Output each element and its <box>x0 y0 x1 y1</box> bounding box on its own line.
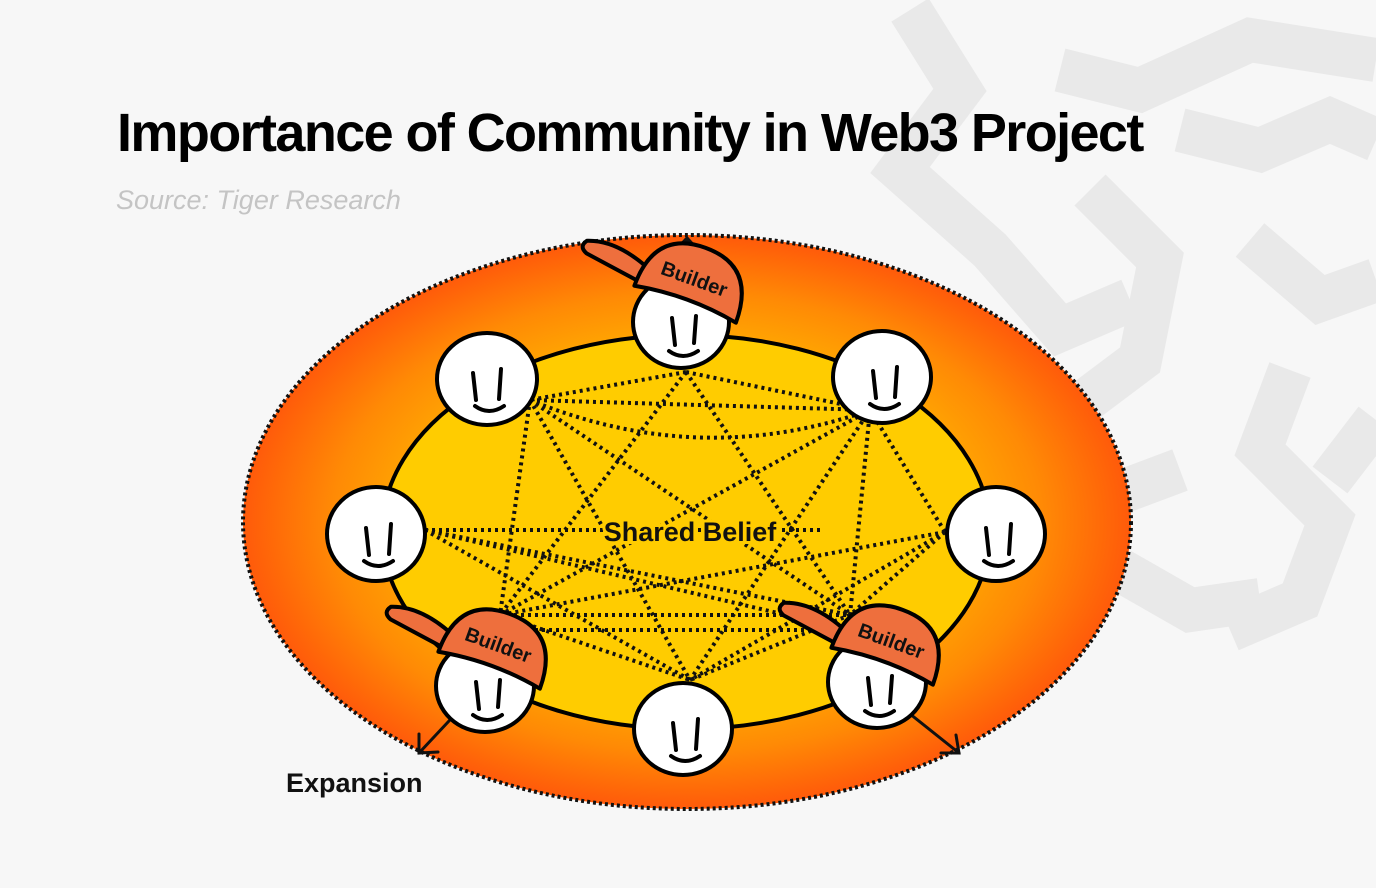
builder-cap-bottom-right: Builder <box>777 600 941 687</box>
member-face-bottom <box>632 681 734 777</box>
shared-belief-label: Shared Belief <box>604 517 778 547</box>
page-title: Importance of Community in Web3 Project <box>117 103 1144 163</box>
connection-network <box>424 370 947 682</box>
member-face-upper-left <box>435 331 539 427</box>
member-face-right <box>945 485 1047 583</box>
source-caption: Source: Tiger Research <box>116 185 401 215</box>
builder-cap-top: Builder <box>580 238 744 325</box>
member-face-upper-right <box>831 329 933 425</box>
expansion-label: Expansion <box>286 768 423 798</box>
builder-cap-bottom-left: Builder <box>384 604 548 691</box>
member-face-left <box>325 485 427 583</box>
